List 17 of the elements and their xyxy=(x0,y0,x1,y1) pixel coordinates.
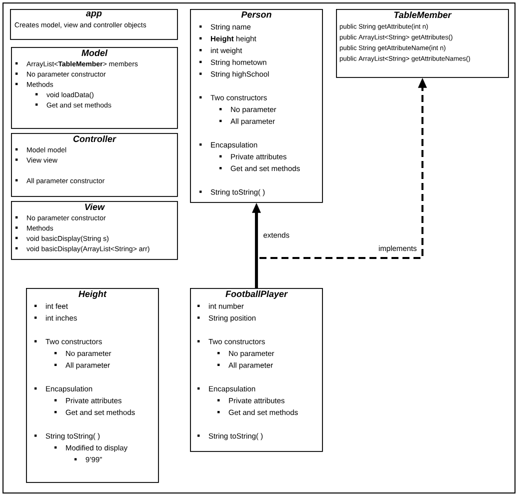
class-box xyxy=(11,201,178,260)
class-box xyxy=(11,47,178,129)
class-name: TableMember xyxy=(394,11,452,18)
class-box xyxy=(336,9,509,78)
class-name: app xyxy=(86,11,102,18)
class-box xyxy=(10,9,178,40)
class-name: Model xyxy=(82,49,108,56)
class-box xyxy=(190,9,323,203)
class-name: FootballPlayer xyxy=(226,290,288,299)
class-box xyxy=(11,133,178,197)
class-box xyxy=(190,288,323,452)
arrow xyxy=(252,202,261,288)
class-name: Person xyxy=(241,11,272,18)
class-name: Height xyxy=(78,290,107,299)
class-name: View xyxy=(85,203,106,210)
class-name: Controller xyxy=(73,135,116,142)
class-box xyxy=(26,288,159,483)
